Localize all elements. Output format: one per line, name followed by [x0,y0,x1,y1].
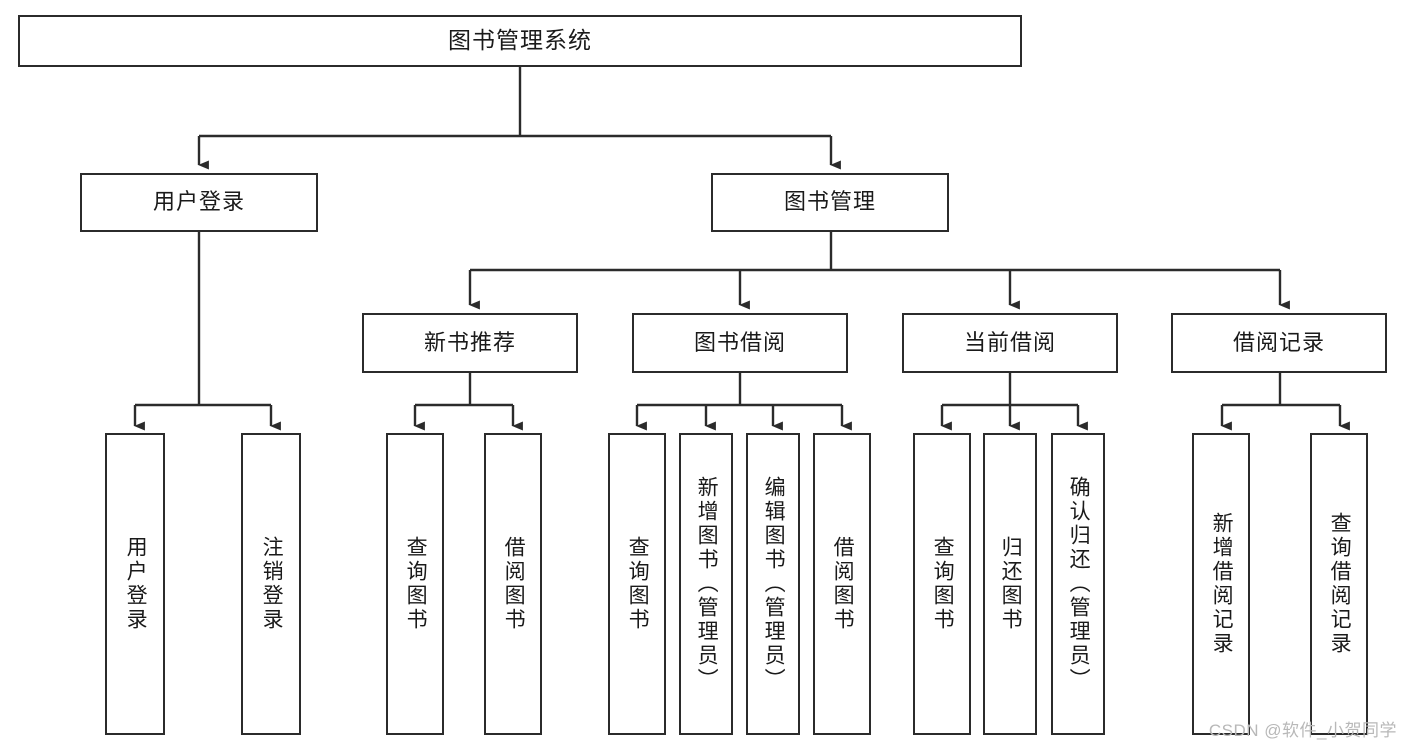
leaf-logout[interactable]: 注销登录 [241,433,301,735]
leaf-query-book-borrow[interactable]: 查询图书 [608,433,666,735]
node-new-book-recommend[interactable]: 新书推荐 [362,313,578,373]
leaf-label: 编辑图书（管理员） [762,476,786,692]
leaf-user-login[interactable]: 用户登录 [105,433,165,735]
node-borrow-record[interactable]: 借阅记录 [1171,313,1387,373]
leaf-edit-book-admin[interactable]: 编辑图书（管理员） [746,433,800,735]
node-current-borrow[interactable]: 当前借阅 [902,313,1118,373]
leaf-label: 查询图书 [626,536,650,632]
leaf-label: 用户登录 [124,536,148,632]
node-root[interactable]: 图书管理系统 [18,15,1022,67]
leaf-label: 新增借阅记录 [1210,512,1234,656]
leaf-label: 借阅图书 [502,536,526,632]
leaf-label: 查询图书 [404,536,428,632]
leaf-borrow-book-recommend[interactable]: 借阅图书 [484,433,542,735]
leaf-return-book[interactable]: 归还图书 [983,433,1037,735]
leaf-label: 归还图书 [999,536,1023,632]
node-book-management[interactable]: 图书管理 [711,173,949,232]
leaf-label: 确认归还（管理员） [1067,476,1091,692]
leaf-add-book-admin[interactable]: 新增图书（管理员） [679,433,733,735]
leaf-add-borrow-record[interactable]: 新增借阅记录 [1192,433,1250,735]
leaf-query-book-current[interactable]: 查询图书 [913,433,971,735]
leaf-label: 新增图书（管理员） [695,476,719,692]
leaf-label: 注销登录 [260,536,284,632]
leaf-label: 借阅图书 [831,536,855,632]
node-user-login[interactable]: 用户登录 [80,173,318,232]
csdn-watermark: CSDN @软件_小贺同学 [1208,721,1397,740]
leaf-label: 查询图书 [931,536,955,632]
leaf-query-book-recommend[interactable]: 查询图书 [386,433,444,735]
leaf-query-borrow-record[interactable]: 查询借阅记录 [1310,433,1368,735]
leaf-confirm-return-admin[interactable]: 确认归还（管理员） [1051,433,1105,735]
leaf-borrow-book[interactable]: 借阅图书 [813,433,871,735]
node-book-borrow[interactable]: 图书借阅 [632,313,848,373]
leaf-label: 查询借阅记录 [1328,512,1352,656]
